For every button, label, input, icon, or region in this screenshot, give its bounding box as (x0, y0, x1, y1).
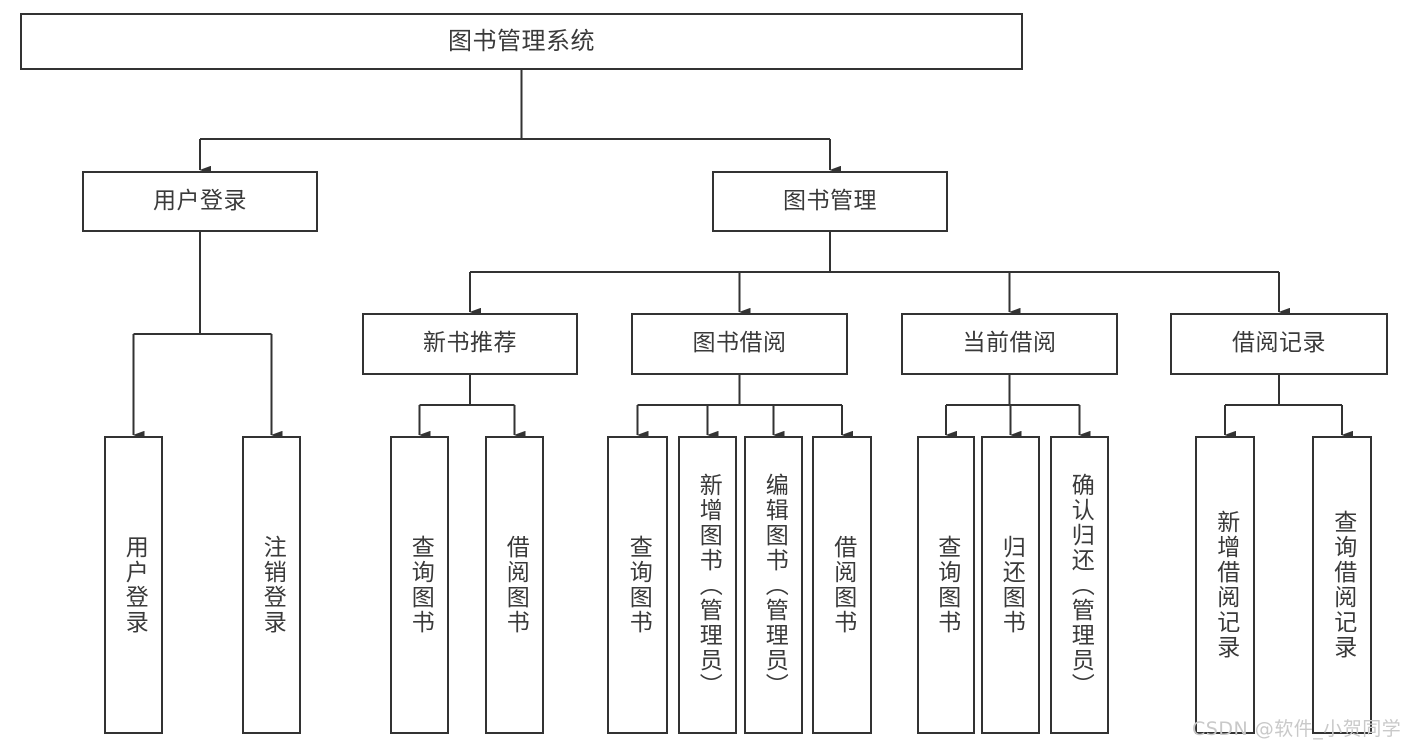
node-borrow-record[interactable]: 借阅记录 (1170, 313, 1388, 375)
node-current-borrow[interactable]: 当前借阅 (901, 313, 1118, 375)
node-label: 新增图书（管理员） (695, 472, 722, 698)
watermark: CSDN @软件_小贺同学 (1192, 718, 1402, 740)
node-label: 借阅记录 (1232, 330, 1326, 357)
node-leaf-borrow-book-1[interactable]: 借阅图书 (485, 436, 544, 734)
node-label: 新书推荐 (423, 330, 517, 357)
node-label: 查询图书 (933, 535, 960, 635)
node-label: 借阅图书 (502, 535, 529, 635)
node-root[interactable]: 图书管理系统 (20, 13, 1023, 70)
node-leaf-add-book[interactable]: 新增图书（管理员） (678, 436, 737, 734)
node-leaf-confirm-return[interactable]: 确认归还（管理员） (1050, 436, 1109, 734)
node-leaf-query-book-3[interactable]: 查询图书 (917, 436, 975, 734)
node-label: 用户登录 (121, 535, 148, 635)
node-label: 借阅图书 (829, 535, 856, 635)
node-label: 图书借阅 (692, 330, 787, 357)
node-label: 图书管理 (783, 187, 877, 214)
node-leaf-borrow-book-2[interactable]: 借阅图书 (812, 436, 872, 734)
node-leaf-add-record[interactable]: 新增借阅记录 (1195, 436, 1255, 734)
node-label: 用户登录 (153, 187, 247, 214)
node-label: 图书管理系统 (448, 27, 595, 56)
node-leaf-query-book-2[interactable]: 查询图书 (607, 436, 668, 734)
node-user-login[interactable]: 用户登录 (82, 171, 318, 232)
node-label: 查询图书 (407, 535, 434, 635)
node-leaf-query-record[interactable]: 查询借阅记录 (1312, 436, 1372, 734)
node-leaf-user-logout[interactable]: 注销登录 (242, 436, 301, 734)
node-label: 注销登录 (259, 535, 286, 635)
node-leaf-edit-book[interactable]: 编辑图书（管理员） (744, 436, 803, 734)
node-book-manage[interactable]: 图书管理 (712, 171, 948, 232)
node-leaf-user-login[interactable]: 用户登录 (104, 436, 163, 734)
node-book-borrow[interactable]: 图书借阅 (631, 313, 848, 375)
node-label: 新增借阅记录 (1212, 510, 1239, 660)
node-label: 当前借阅 (962, 330, 1057, 357)
node-label: 确认归还（管理员） (1067, 472, 1094, 698)
node-label: 归还图书 (998, 535, 1025, 635)
node-new-book-rec[interactable]: 新书推荐 (362, 313, 578, 375)
node-label: 编辑图书（管理员） (761, 472, 788, 698)
node-leaf-return-book[interactable]: 归还图书 (981, 436, 1040, 734)
node-leaf-query-book-1[interactable]: 查询图书 (390, 436, 449, 734)
node-label: 查询借阅记录 (1329, 510, 1356, 660)
node-label: 查询图书 (625, 535, 652, 635)
